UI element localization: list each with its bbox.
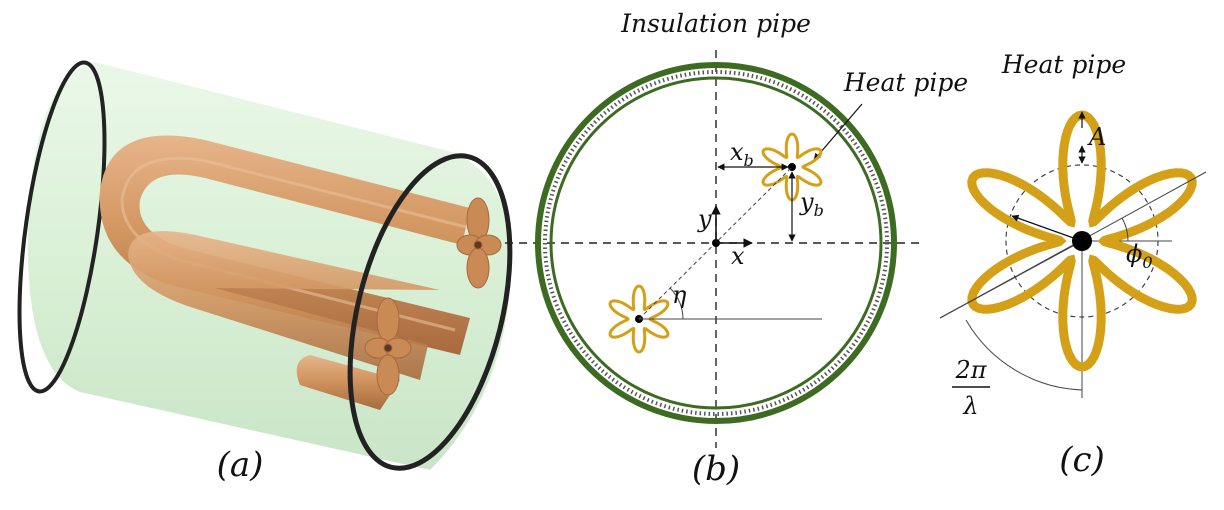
insulation-ring-inner bbox=[549, 76, 883, 410]
x-axis-label: x bbox=[731, 242, 745, 270]
phi-label: ϕ0 bbox=[1126, 240, 1153, 272]
heat-pipe-lower-outline bbox=[608, 284, 670, 354]
panel-a-label: (a) bbox=[217, 445, 264, 485]
panel-c: Heat pipe A ϕ0 2π λ (c) bbox=[939, 50, 1207, 480]
eta-label: η bbox=[672, 281, 687, 309]
wavelength-line bbox=[939, 240, 1083, 319]
panel-b-label: (b) bbox=[692, 449, 740, 489]
heat-pipe-detail-center bbox=[1072, 231, 1092, 251]
xb-label: xb bbox=[730, 138, 754, 170]
wavelength-arc bbox=[965, 319, 1083, 391]
insulation-ring-dots bbox=[543, 70, 889, 416]
panel-b: Insulation pipe Heat pipe η x y bbox=[505, 9, 968, 489]
phi-main: ϕ bbox=[1126, 240, 1142, 268]
glass-cylinder-front-rim bbox=[347, 153, 513, 471]
wavelength-numerator: 2π bbox=[954, 356, 987, 384]
yb-main: y bbox=[799, 188, 814, 216]
eta-arc bbox=[669, 287, 684, 320]
amplitude-label: A bbox=[1087, 123, 1106, 151]
glass-cylinder-back-rim bbox=[17, 60, 107, 394]
heat-pipe-detail-outline bbox=[967, 110, 1197, 372]
radius-arrow bbox=[1011, 214, 1083, 242]
y-axis-label: y bbox=[697, 205, 712, 233]
heat-pipe-label-c: Heat pipe bbox=[1001, 50, 1126, 79]
insulation-pipe-label: Insulation pipe bbox=[620, 9, 811, 38]
wavelength-denominator: λ bbox=[962, 392, 978, 420]
tube-end-upper bbox=[456, 197, 502, 289]
tube-end-lower bbox=[364, 297, 412, 396]
xb-sub: b bbox=[744, 151, 754, 170]
phi-sub: 0 bbox=[1142, 253, 1152, 272]
heat-pipe-label-b: Heat pipe bbox=[843, 68, 968, 97]
insulation-ring-outer bbox=[535, 62, 897, 424]
yb-sub: b bbox=[814, 201, 824, 220]
xb-main: x bbox=[730, 138, 744, 166]
phi-arc bbox=[1121, 217, 1129, 242]
panel-c-label: (c) bbox=[1059, 440, 1105, 480]
yb-label: yb bbox=[799, 188, 824, 220]
panel-a: (a) bbox=[17, 60, 513, 485]
